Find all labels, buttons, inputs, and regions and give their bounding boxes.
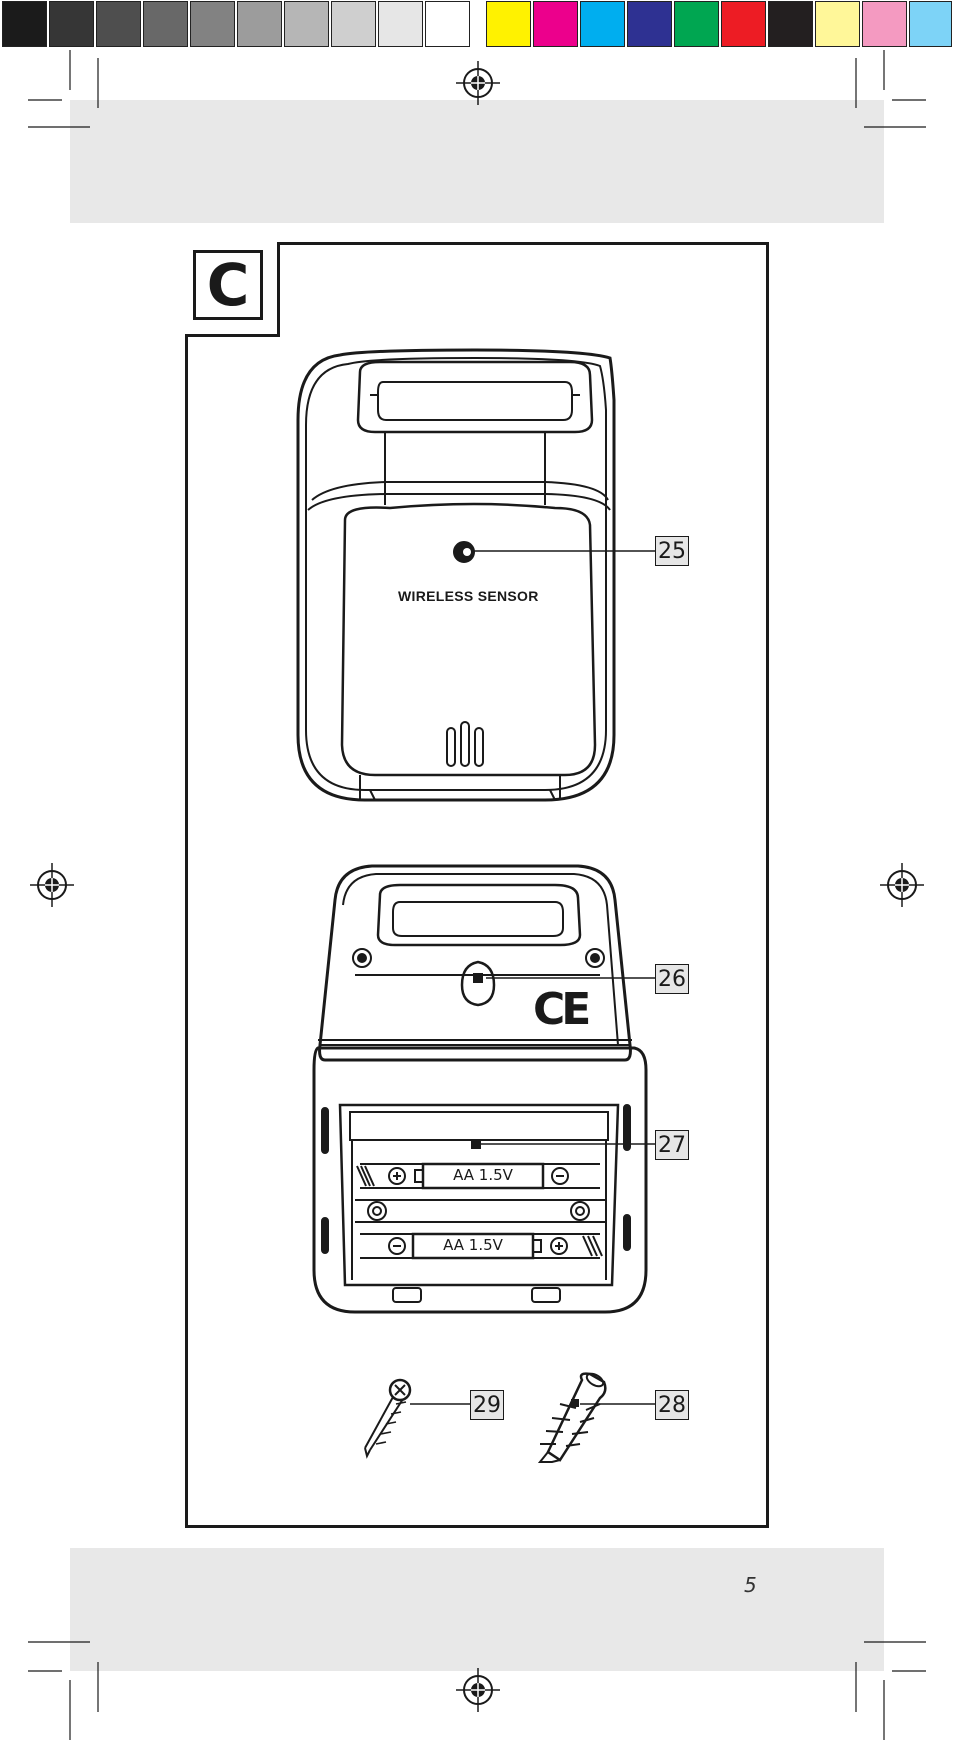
figure-letter: C — [193, 250, 263, 320]
callout-28: 28 — [655, 1390, 689, 1420]
ce-mark: CE — [533, 988, 587, 1032]
callout-26: 26 — [655, 964, 689, 994]
callout-27: 27 — [655, 1130, 689, 1160]
page-number: 5 — [744, 1573, 757, 1597]
battery-label: AA 1.5V — [423, 1166, 543, 1184]
registration-mark — [456, 1668, 500, 1712]
callout-25: 25 — [655, 536, 689, 566]
registration-mark — [30, 863, 74, 907]
registration-mark — [880, 863, 924, 907]
callout-29: 29 — [470, 1390, 504, 1420]
figure-frame — [185, 242, 769, 1528]
sensor-label: WIRELESS SENSOR — [398, 588, 539, 604]
registration-mark — [456, 61, 500, 105]
figure-letter-tab: C — [185, 242, 280, 337]
battery-label: AA 1.5V — [413, 1236, 533, 1254]
